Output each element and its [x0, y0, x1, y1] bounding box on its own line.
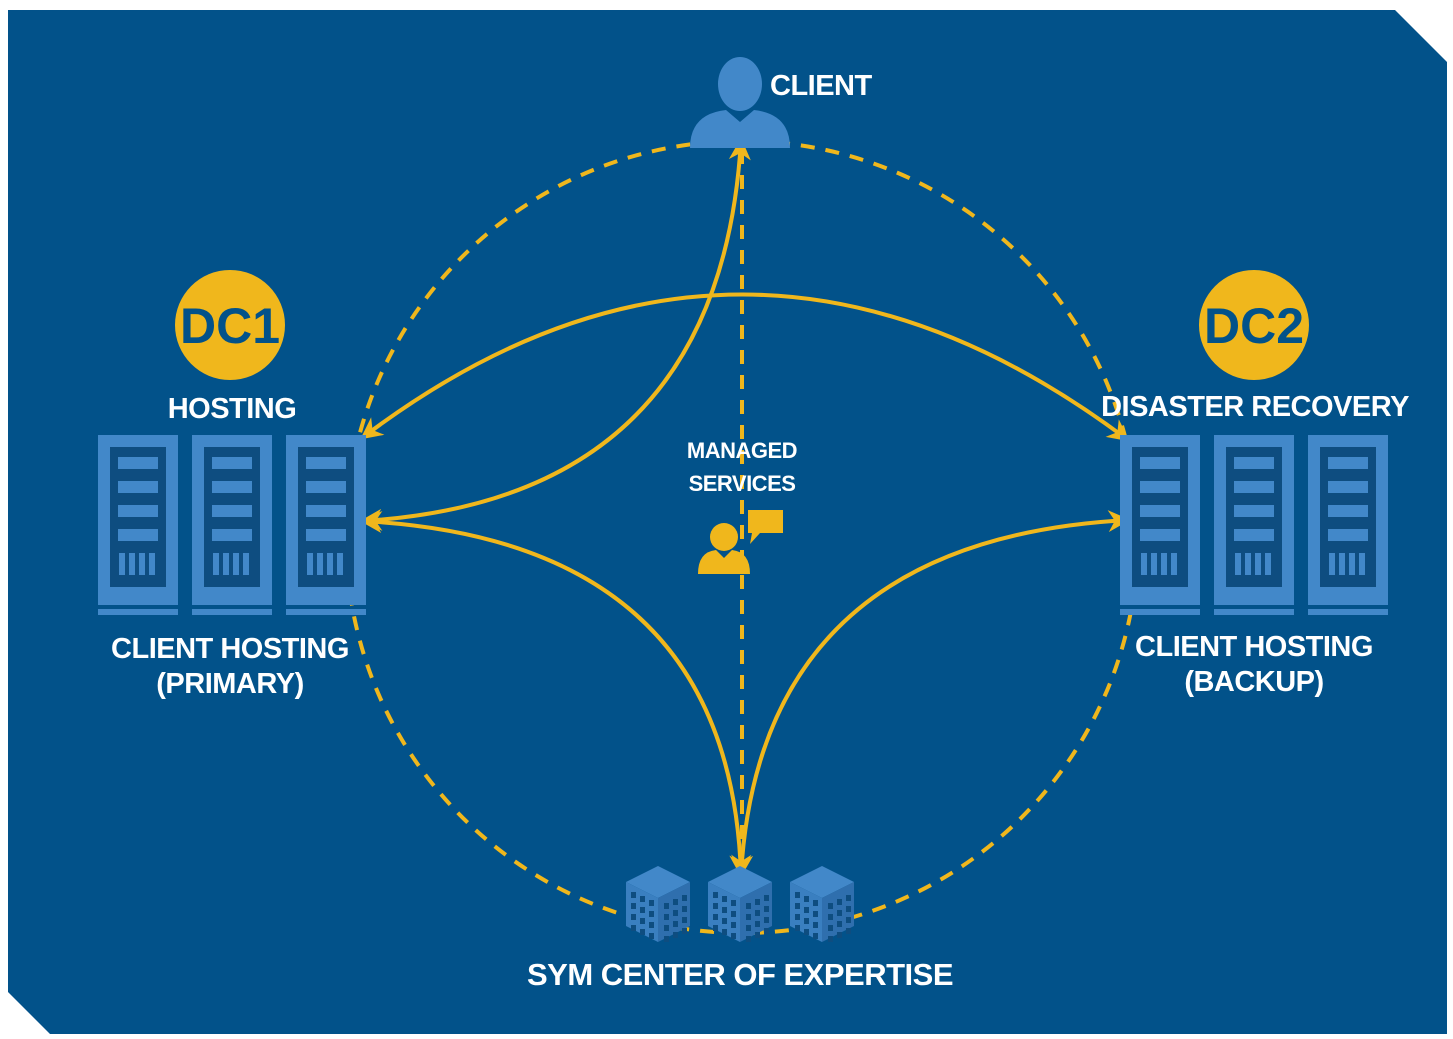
- sym-label: SYM CENTER OF EXPERTISE: [526, 957, 954, 992]
- dc2-badge: DC2: [1199, 270, 1309, 380]
- server-rack-icon: [286, 435, 366, 615]
- client-label: CLIENT: [770, 70, 872, 102]
- link-dc1-sym: [359, 511, 752, 878]
- managed-services-line2: SERVICES: [688, 471, 796, 496]
- link-dc1-client: [359, 137, 751, 531]
- server-rack-icon: [1214, 435, 1294, 615]
- dc1-role-label: HOSTING: [167, 393, 297, 425]
- support-agent-icon: [698, 510, 783, 574]
- link-dc2-sym: [731, 510, 1131, 878]
- office-building-icon: [790, 866, 854, 942]
- server-rack-icon: [1120, 435, 1200, 615]
- dc2-server-racks: [1120, 435, 1388, 615]
- dc2-caption-line2: (BACKUP): [1184, 666, 1324, 698]
- dc1-caption-line2: (PRIMARY): [156, 668, 304, 700]
- office-building-icon: [626, 866, 690, 942]
- dc1-badge: DC1: [175, 270, 285, 380]
- dc1-server-racks: [98, 435, 366, 615]
- person-icon: [690, 57, 790, 148]
- dc1-caption-line1: CLIENT HOSTING: [111, 633, 349, 665]
- office-building-icon: [708, 866, 772, 942]
- server-rack-icon: [1308, 435, 1388, 615]
- server-rack-icon: [98, 435, 178, 615]
- managed-services-line1: MANAGED: [686, 438, 798, 463]
- dc2-role-label: DISASTER RECOVERY: [1101, 391, 1409, 423]
- sym-buildings: [626, 866, 854, 942]
- server-rack-icon: [192, 435, 272, 615]
- dc1-badge-text: DC1: [180, 298, 280, 354]
- dc2-caption-line1: CLIENT HOSTING: [1135, 631, 1373, 663]
- dc2-badge-text: DC2: [1204, 298, 1304, 354]
